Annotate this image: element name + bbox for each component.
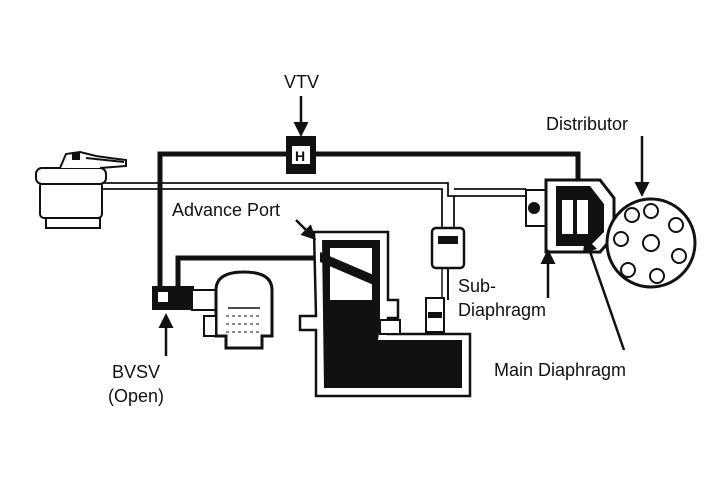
advance-port-label: Advance Port	[172, 200, 280, 220]
sub-diaphragm-label-line2: Diaphragm	[458, 300, 546, 320]
distributor-vacuum-unit	[525, 178, 616, 254]
sub-diaphragm-fitting	[425, 226, 466, 333]
carburetor-body	[298, 230, 472, 398]
distributor-label: Distributor	[546, 114, 628, 134]
svg-text:H: H	[295, 148, 305, 164]
air-cleaner-component	[35, 150, 127, 229]
bvsv-label-line2: (Open)	[108, 386, 164, 406]
bvsv-label-line1: BVSV	[112, 362, 160, 382]
bvsv-valve	[152, 286, 217, 311]
main-diaphragm-label: Main Diaphragm	[494, 360, 626, 380]
bvsv-reservoir	[203, 270, 274, 350]
main-diaphragm-arrow	[582, 237, 626, 351]
vtv-valve: H	[286, 136, 316, 174]
pointer-arrows	[158, 96, 650, 356]
thin-vacuum-hose	[102, 182, 526, 228]
distributor-cap	[605, 197, 697, 289]
sub-diaphragm-label-line1: Sub-	[458, 276, 496, 296]
vtv-label: VTV	[284, 72, 319, 92]
advance-port-arrow	[295, 219, 317, 241]
